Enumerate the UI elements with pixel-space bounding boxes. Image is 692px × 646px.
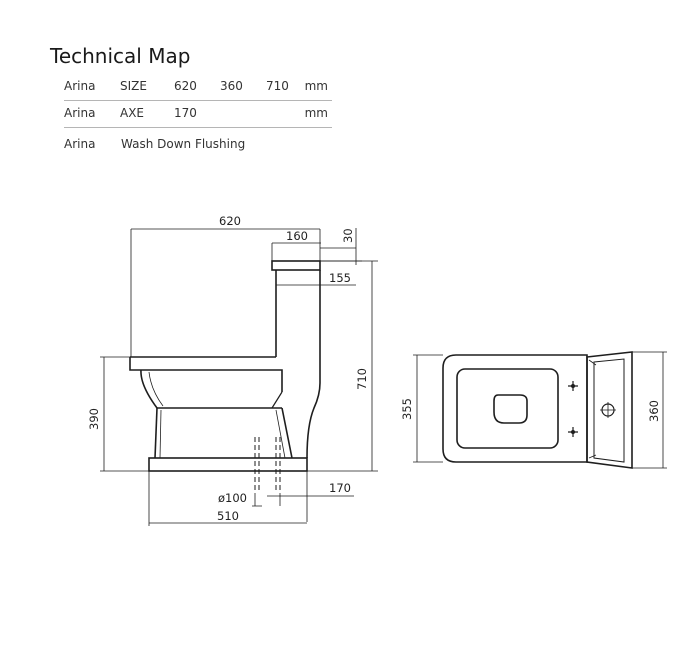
spec-row-axe: Arina AXE 170 mm (64, 101, 332, 128)
spec-param: SIZE (120, 79, 147, 93)
spec-table: Arina SIZE 620 360 710 mm Arina AXE 170 … (64, 74, 332, 158)
spec-param: AXE (120, 106, 145, 120)
spec-value-axe: 170 (174, 106, 197, 120)
side-view-outline (129, 260, 321, 493)
spec-model: Arina (64, 79, 96, 93)
dim-total-depth: 620 (219, 214, 241, 228)
dim-total-height: 710 (355, 368, 369, 390)
dim-lid-height: 30 (341, 228, 355, 243)
spec-value-depth: 620 (174, 79, 197, 93)
spec-value-width: 360 (220, 79, 243, 93)
dim-outlet-axis: 170 (329, 481, 351, 495)
fixing-hole-markers (571, 384, 575, 434)
spec-row-size: Arina SIZE 620 360 710 mm (64, 74, 332, 101)
top-view-dimension-lines (413, 351, 667, 469)
spec-unit: mm (304, 79, 328, 93)
spec-model: Arina (64, 137, 96, 151)
dim-outlet-diameter: ø100 (218, 491, 247, 505)
side-view-dimension-lines (100, 228, 378, 526)
dim-bowl-width: 355 (400, 398, 414, 420)
dim-seat-height: 390 (87, 408, 101, 430)
page-title: Technical Map (50, 44, 191, 68)
dim-tank-width: 360 (647, 400, 661, 422)
top-view-outline (442, 351, 633, 469)
spec-value-height: 710 (266, 79, 289, 93)
dim-tank-depth: 160 (286, 229, 308, 243)
spec-flush-type: Wash Down Flushing (121, 137, 246, 151)
dim-base-depth: 510 (217, 509, 239, 523)
spec-model: Arina (64, 106, 96, 120)
spec-unit: mm (304, 106, 328, 120)
spec-row-flushing: Arina Wash Down Flushing (64, 132, 332, 158)
dim-tank-offset: 155 (329, 271, 351, 285)
